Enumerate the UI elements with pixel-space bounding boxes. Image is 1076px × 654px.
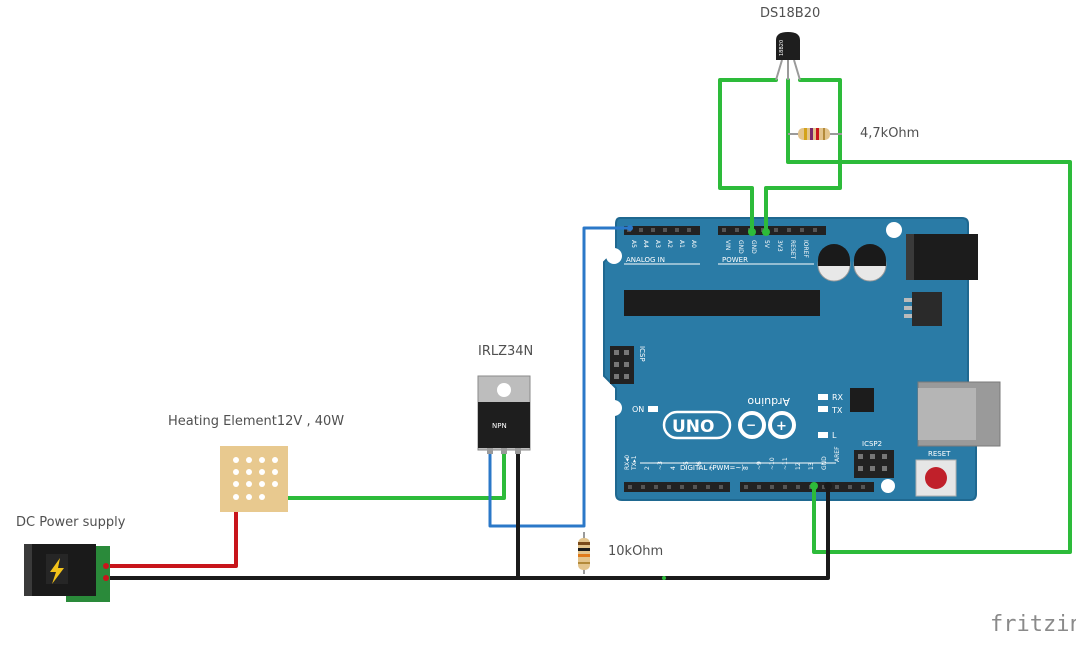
dc-supply-label: DC Power supply [16,515,126,530]
pin-label-a4: A4 [642,240,649,248]
board-power-jack [906,234,978,280]
pin-label-reset: RESET [789,240,796,260]
power-label: POWER [722,256,748,264]
pin-label-gnd: GND [750,240,757,254]
l-label: L [832,431,837,440]
ds18b20-sensor[interactable]: 18B20 [775,32,801,81]
pin-label-gnd: GND [737,240,744,254]
on-led [648,406,658,412]
pin-label-13: 13 [808,462,815,470]
digital-header-low [624,482,730,492]
mount-hole [606,400,622,416]
wire-sensor-data[interactable] [786,78,1072,554]
pin-label-11: ~11 [782,457,789,470]
tx-label: TX [831,406,843,415]
on-label: ON [632,405,644,414]
pin-label-7: 7 [709,466,716,470]
reset-label: RESET [928,450,951,458]
digital-label: DIGITAL (PWM=~) [680,464,744,472]
resistor-4k7-label: 4,7kOhm [860,126,920,141]
pin-label-ioref: IOREF [802,240,809,258]
irlz34n-label: IRLZ34N [478,344,534,359]
heating-element-label: Heating Element12V , 40W [168,414,345,429]
analog-in-label: ANALOG IN [626,256,665,264]
pin-label-5: ~5 [683,461,690,470]
irlz34n-mosfet[interactable]: NPN [477,375,531,454]
pin-label-vin: VIN [724,240,731,250]
wire-power[interactable] [104,498,238,568]
pin-label-3v3: 3V3 [776,240,783,252]
lightning-icon [50,558,64,584]
dc-power-jack[interactable] [24,544,110,602]
fritzing-logo: fritzing [990,612,1076,637]
l-led [818,432,828,438]
capacitor [817,244,851,282]
pin-label-a0: A0 [690,240,697,248]
svg-text:−: − [746,418,756,432]
pin-label-6: ~6 [696,461,703,470]
wire-heater-drain[interactable] [272,450,506,500]
pin-label-a5: A5 [630,240,637,248]
pin-label-a1: A1 [678,240,685,248]
resistor-10k[interactable] [578,532,590,574]
usb-chip [850,388,874,412]
tx-led [818,406,828,412]
mount-hole [881,479,895,493]
icsp-label: ICSP [638,346,646,362]
infinity-logo-icon [738,411,796,439]
wire-gate[interactable] [488,226,632,528]
wire-sensor-gnd[interactable] [718,78,778,234]
icsp2-label: ICSP2 [862,440,882,448]
pin-label-a2: A2 [666,240,673,248]
ds18b20-label: DS18B20 [760,6,821,21]
pin-label-2: 2 [644,466,651,470]
pin-label-aref: AREF [834,446,841,462]
voltage-regulator [912,292,942,326]
microcontroller-chip [624,290,820,316]
arduino-uno-board: A5 A4 A3 A2 A1 A0 VIN GND GND 5V 3V3 RES… [603,217,1001,501]
pin-label-12: 12 [795,462,802,470]
pin-label-9: ~9 [756,461,763,470]
pin-label-8: 8 [743,466,750,470]
pin-label-a3: A3 [654,240,661,248]
wire-sensor-vcc[interactable] [764,78,842,234]
mount-hole [606,248,622,264]
resistor-4k7[interactable] [788,128,842,140]
rx-label: RX [832,393,844,402]
mount-hole [886,222,902,238]
arduino-brand: Arduino [747,395,790,408]
resistor-10k-label: 10kOhm [608,544,664,559]
uno-label: UNO [672,417,714,437]
uno-logo-frame [662,410,732,440]
npn-marking: NPN [492,422,507,430]
capacitor [853,244,887,282]
heating-element[interactable] [220,446,288,512]
sensor-marking: 18B20 [779,40,785,56]
power-header-top [718,226,826,235]
analog-header-top [624,226,700,235]
digital-header-high [740,482,874,492]
rx-led [818,394,828,400]
pin-label-4: 4 [670,466,677,470]
svg-text:+: + [776,419,787,434]
pin-label-gnd: GND [821,456,828,470]
pin-label-tx1: TX▸1 [631,455,638,471]
icsp-header [610,346,634,384]
reset-button-cap[interactable] [925,467,947,489]
pin-label-3: ~3 [657,461,664,470]
wire-ground[interactable] [104,484,830,580]
pin-label-rx0: RX◂0 [624,455,631,470]
pin-label-10: ~10 [769,457,776,470]
pin-label-5v: 5V [763,240,770,249]
